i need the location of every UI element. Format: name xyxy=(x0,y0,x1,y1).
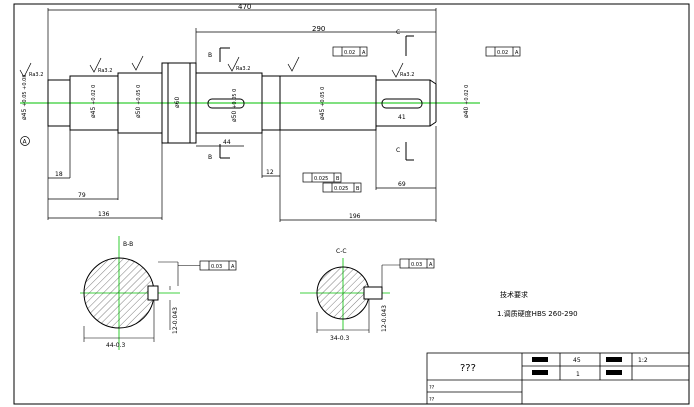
title-block xyxy=(426,352,690,405)
dim-44: 44 xyxy=(223,139,231,146)
section-bb-label: B-B xyxy=(123,241,133,248)
roughness-1: Ra3.2 xyxy=(29,72,43,78)
roughness-marks xyxy=(19,55,404,78)
section-bb-width: 44-0.3 xyxy=(106,342,126,349)
svg-text:B: B xyxy=(356,186,360,192)
roughness-2: Ra3.2 xyxy=(98,68,112,74)
svg-text:A: A xyxy=(231,264,235,270)
title-row-a: ?? xyxy=(429,385,435,391)
dim-136: 136 xyxy=(98,211,110,218)
section-mark-b-bottom: B xyxy=(208,154,212,161)
dim-196: 196 xyxy=(349,213,361,220)
dim-290: 290 xyxy=(312,25,325,33)
svg-text:0.02: 0.02 xyxy=(497,50,508,56)
section-mark-c-bottom: C xyxy=(396,147,400,154)
datum-circle xyxy=(20,136,30,146)
tol-frame-runout-2: 0.025 B xyxy=(322,182,362,193)
dim-41: 41 xyxy=(398,114,406,121)
keyway-right xyxy=(381,98,423,109)
drawing-border xyxy=(13,3,690,405)
tol-frame-top-right: 0.02 A xyxy=(485,46,521,57)
svg-text:A: A xyxy=(362,50,366,56)
svg-text:0.025: 0.025 xyxy=(334,186,348,192)
dia-right-end: ø40 +0.02 0 xyxy=(463,85,470,118)
title-quantity: 1 xyxy=(576,371,580,378)
dim-79: 79 xyxy=(78,192,86,199)
svg-text:B: B xyxy=(336,176,340,182)
section-bb-tol-frame: 0.03 A xyxy=(178,260,237,271)
svg-text:0.025: 0.025 xyxy=(314,176,328,182)
dim-overall: 470 xyxy=(238,3,251,11)
datum-label: A xyxy=(23,139,28,146)
section-bb-key: 12-0.043 xyxy=(172,307,179,334)
shaft-right-end xyxy=(375,79,431,127)
dia-bearing-left: ø45 +0.02 0 xyxy=(90,85,97,118)
dim-12: 12 xyxy=(266,169,274,176)
title-part-name: ??? xyxy=(460,363,476,374)
tol-frame-upper-mid: 0.02 A xyxy=(332,46,368,57)
title-scale: 1:2 xyxy=(638,357,648,364)
dim-69: 69 xyxy=(398,181,406,188)
section-cc-key: 12-0.043 xyxy=(381,305,388,332)
svg-text:0.02: 0.02 xyxy=(344,50,355,56)
dimension-lines-bottom xyxy=(47,126,437,222)
svg-text:0.03: 0.03 xyxy=(411,262,422,268)
section-cc-tol-frame: 0.03 A xyxy=(399,258,435,269)
keyway-left xyxy=(207,98,245,109)
title-row-b: ?? xyxy=(429,397,435,403)
roughness-3: Ra3.2 xyxy=(236,66,250,72)
dia-collar: ø60 xyxy=(174,97,181,108)
section-cc xyxy=(300,258,400,333)
svg-text:A: A xyxy=(429,262,433,268)
tol-frame-runout-1: 0.025 B xyxy=(302,172,342,183)
dimension-lines-top xyxy=(47,8,437,84)
roughness-4: Ra3.2 xyxy=(400,72,414,78)
section-mark-b-top: B xyxy=(208,52,212,59)
svg-text:0.03: 0.03 xyxy=(211,264,222,270)
dia-keyseat: ø50 +0.05 0 xyxy=(231,89,238,122)
dia-left-end: ø45 +0.05 +0.03 xyxy=(21,75,28,120)
dim-18: 18 xyxy=(55,171,63,178)
section-bb xyxy=(80,236,180,350)
dia-shoulder: ø50 +0.05 0 xyxy=(135,85,142,118)
section-mark-c-top: C xyxy=(396,29,400,36)
dia-right-mid: ø45 +0.05 0 xyxy=(319,87,326,120)
section-mark-lines xyxy=(219,35,414,161)
shaft-main-view xyxy=(20,62,480,144)
svg-text:A: A xyxy=(515,50,519,56)
section-cc-label: C-C xyxy=(336,248,347,255)
title-material: 45 xyxy=(573,357,581,364)
section-cc-width: 34-0.3 xyxy=(330,335,350,342)
title-block-black-labels xyxy=(532,357,622,375)
notes-item-1: 1.调质硬度HBS 260-290 xyxy=(497,309,578,318)
notes-title: 技术要求 xyxy=(500,290,528,299)
